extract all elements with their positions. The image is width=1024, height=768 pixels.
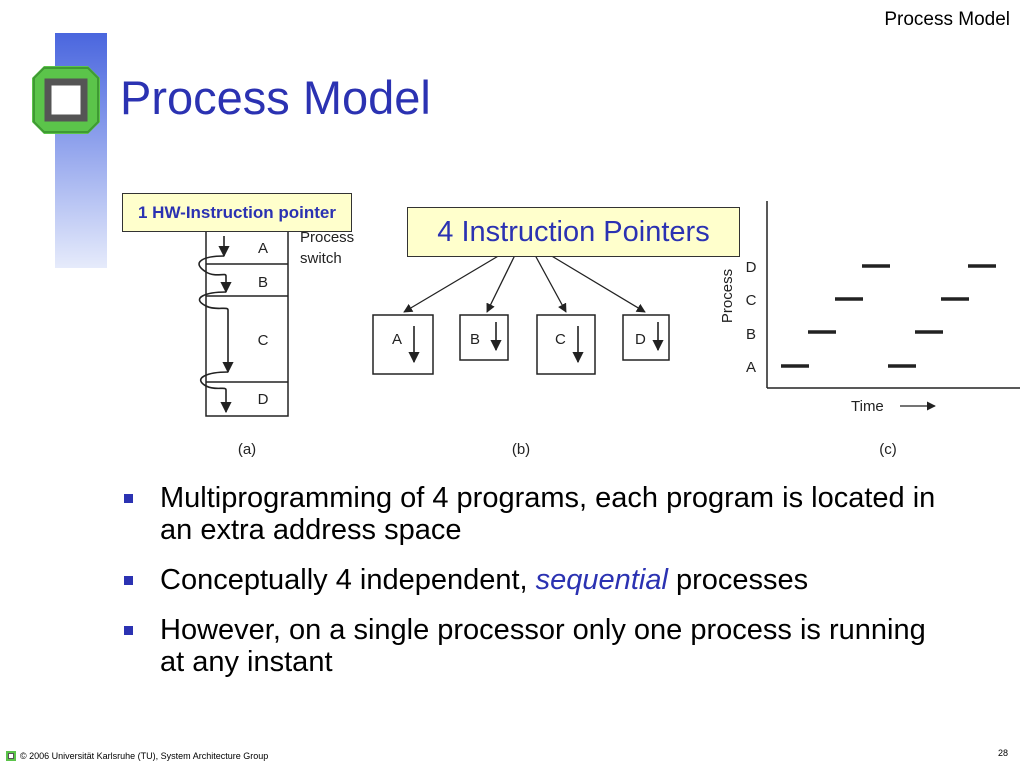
fig-c-row-d: D (746, 259, 757, 276)
footer: © 2006 Universität Karlsruhe (TU), Syste… (6, 751, 268, 761)
slide-title: Process Model (120, 71, 431, 124)
fig-a-note-line1: Process (300, 229, 354, 246)
fig-c-x-label: Time (851, 398, 884, 415)
page-number: 28 (997, 748, 1008, 758)
header-title: Process Model (884, 9, 1010, 30)
fig-b-box-d: D (635, 331, 646, 348)
fig-a-block-c: C (258, 332, 269, 349)
fig-a-block-b: B (258, 274, 268, 291)
footer-copyright: © 2006 Universität Karlsruhe (TU), Syste… (20, 751, 269, 761)
bullet-text-3: However, on a single processor only one … (160, 614, 926, 678)
figure-c: Process D C B A Time (c) (719, 201, 1020, 458)
fig-b-box-b: B (470, 331, 480, 348)
fig-a-block-a: A (258, 240, 268, 257)
bullet-item: Multiprogramming of 4 programs, each pro… (124, 482, 944, 546)
bullet-list: Multiprogramming of 4 programs, each pro… (124, 482, 944, 696)
bullet-square-icon (124, 626, 133, 635)
fig-a-note-line2: switch (300, 250, 342, 267)
fig-a-caption: (a) (238, 441, 256, 458)
fig-b-caption: (b) (512, 441, 530, 458)
bullet-square-icon (124, 494, 133, 503)
bullet-text-1: Multiprogramming of 4 programs, each pro… (160, 482, 936, 546)
bullet-item: Conceptually 4 independent, sequential p… (124, 564, 944, 596)
figure-b: A B C D (b) (372, 254, 670, 458)
fig-b-box-a: A (392, 331, 402, 348)
callout-one-instruction-pointer: 1 HW-Instruction pointer (122, 193, 352, 232)
callout-four-instruction-pointers: 4 Instruction Pointers (407, 207, 740, 257)
bullet-text-2-post: processes (667, 564, 809, 596)
fig-c-caption: (c) (879, 441, 897, 458)
bullet-text-2-pre: Conceptually 4 independent, (160, 564, 536, 596)
process-model-figure: A B C D Process switch (a) A B C D (b) (198, 201, 1020, 458)
bullet-item: However, on a single processor only one … (124, 614, 944, 678)
university-logo-small-icon (6, 751, 16, 761)
university-logo-icon (32, 66, 100, 134)
bullet-text-2-emphasis: sequential (535, 564, 668, 596)
fig-b-box-c: C (555, 331, 566, 348)
fig-c-row-b: B (746, 326, 756, 343)
fig-c-row-a: A (746, 359, 756, 376)
bullet-square-icon (124, 576, 133, 585)
figure-a: A B C D Process switch (a) (198, 227, 354, 458)
fig-c-row-c: C (746, 292, 757, 309)
fig-c-y-label: Process (719, 269, 736, 323)
fig-a-block-d: D (258, 391, 269, 408)
